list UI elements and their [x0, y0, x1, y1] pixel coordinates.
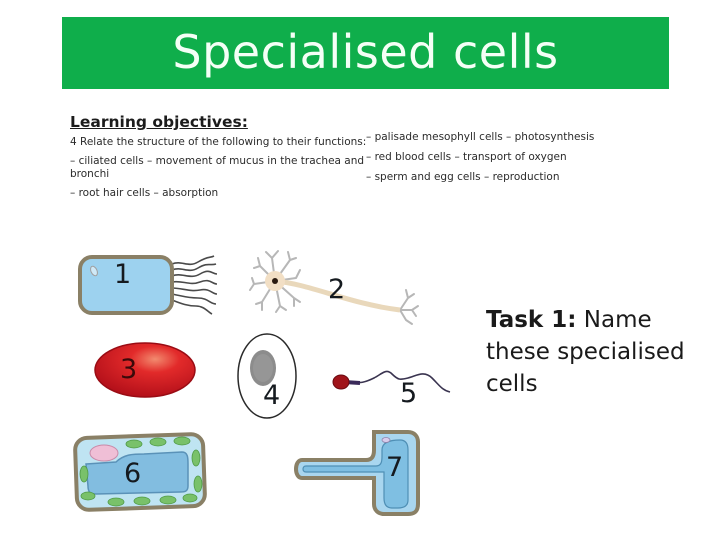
- learning-objectives-right: – palisade mesophyll cells – photosynthe…: [366, 131, 666, 191]
- cell-number: 6: [124, 458, 142, 489]
- task-instruction: Task 1: Name these specialised cells: [486, 304, 706, 400]
- cell-2: 2: [249, 248, 420, 328]
- ciliated-cell-icon: [78, 255, 218, 315]
- root-hair-cell-icon: [294, 430, 420, 516]
- learning-objectives-heading: Learning objectives:: [70, 113, 248, 131]
- cell-number: 3: [120, 354, 138, 385]
- cell-3: 3: [92, 340, 198, 400]
- sperm-cell-icon: [332, 370, 451, 393]
- objective-item: – sperm and egg cells – reproduction: [366, 171, 560, 183]
- learning-objectives-left: 4 Relate the structure of the following …: [70, 136, 370, 205]
- task-label: Task 1:: [486, 307, 577, 333]
- objective-intro: 4 Relate the structure of the following …: [70, 136, 367, 148]
- palisade-cell-icon: [73, 432, 207, 512]
- cell-1: 1: [78, 252, 218, 322]
- task-text: Name these specialised cells: [486, 307, 685, 397]
- cell-number: 5: [400, 378, 418, 409]
- cell-number: 7: [386, 452, 404, 483]
- objective-item: – palisade mesophyll cells – photosynthe…: [366, 131, 595, 143]
- cell-4: 4: [236, 332, 298, 420]
- nerve-cell-icon: [249, 250, 419, 325]
- cell-5: 5: [330, 366, 460, 416]
- objective-item: – red blood cells – transport of oxygen: [366, 151, 567, 163]
- red-blood-cell-icon: [94, 342, 196, 398]
- cell-number: 1: [114, 259, 132, 290]
- cell-6: 6: [73, 432, 208, 512]
- cell-number: 4: [263, 380, 281, 411]
- objective-item: – root hair cells – absorption: [70, 186, 219, 199]
- objective-item: – ciliated cells – movement of mucus in …: [70, 154, 365, 181]
- egg-cell-icon: [237, 333, 297, 419]
- title-banner: Specialised cells: [62, 17, 669, 89]
- slide-title: Specialised cells: [172, 25, 559, 79]
- cell-number: 2: [328, 274, 346, 305]
- cell-7: 7: [292, 428, 422, 520]
